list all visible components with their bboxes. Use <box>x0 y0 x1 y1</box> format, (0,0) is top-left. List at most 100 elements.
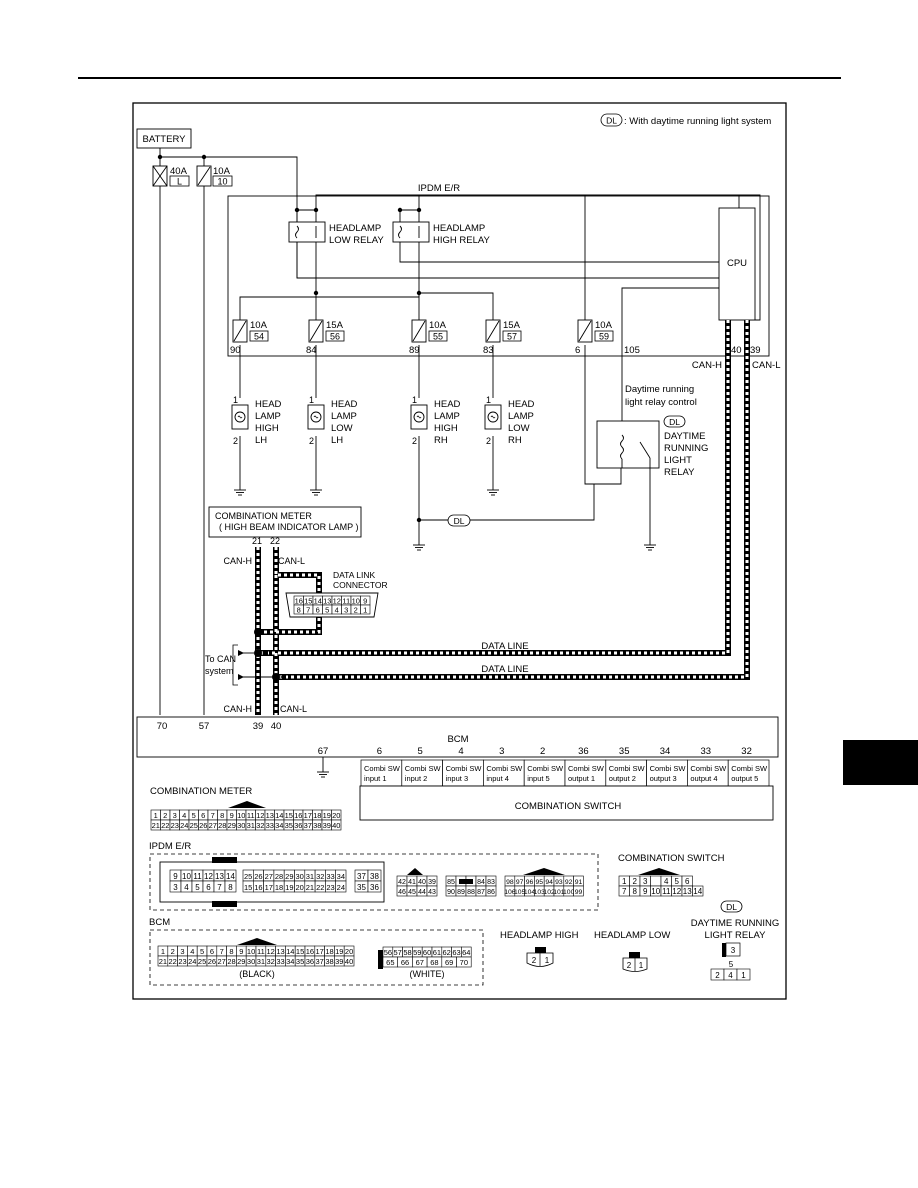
bcm-box <box>136 716 779 758</box>
pin-cell: 8 <box>220 811 224 820</box>
dlc-pin: 13 <box>323 597 331 606</box>
pin-cell: 4 <box>728 971 733 980</box>
pin-cell: 97 <box>516 879 524 886</box>
pin-cell: 37 <box>357 872 366 881</box>
pin-cell: 104 <box>524 889 536 896</box>
pin-cell: 5 <box>195 883 200 892</box>
conn-dl-badge: DL <box>726 902 737 912</box>
dlc-pin: 11 <box>342 597 350 606</box>
pin-cell: 32 <box>256 821 264 830</box>
combo-switch-box <box>359 785 774 821</box>
ipdm-can-l: CAN-L <box>752 360 781 371</box>
pin-cell: 12 <box>204 872 213 881</box>
battery-box <box>136 128 192 149</box>
pin-cell: 92 <box>565 879 573 886</box>
bcm-white-label: (WHITE) <box>410 969 445 979</box>
pin-cell: 21 <box>159 957 167 966</box>
pin-cell: 15 <box>296 947 304 956</box>
pin-cell: 61 <box>433 948 441 957</box>
pin-cell: 101 <box>553 889 565 896</box>
to-can-label-1: To CAN <box>205 654 236 664</box>
pin-cell: 70 <box>460 958 468 967</box>
pin-cell: 106 <box>504 889 516 896</box>
pin-cell: 24 <box>180 821 188 830</box>
fuse-amp: 10A <box>429 320 447 331</box>
fuse-10a-id: 10 <box>217 177 227 187</box>
pin-cell: 30 <box>295 872 303 881</box>
pin-cell: 39 <box>428 879 436 886</box>
bcm-io-pin: 2 <box>540 746 545 757</box>
pin-cell: 6 <box>206 883 211 892</box>
bcm-io-label-1: Combi SW <box>731 764 768 773</box>
pin-cell: 4 <box>664 877 669 886</box>
bcm-label: BCM <box>447 734 468 745</box>
pin-cell: 94 <box>545 879 553 886</box>
drl-relay-line3: LIGHT <box>664 455 692 466</box>
dlc-pin: 6 <box>316 606 320 615</box>
lamp-pin-2: 2 <box>233 436 238 446</box>
drl-relay-line1: DAYTIME <box>664 431 706 442</box>
pin-cell: 6 <box>685 877 690 886</box>
conn-title: HEADLAMP HIGH <box>500 930 579 941</box>
pin-cell: 66 <box>401 958 409 967</box>
pin-cell: 28 <box>275 872 283 881</box>
lamp-label-line: HEAD <box>434 399 461 410</box>
lamp-label-line: RH <box>508 435 522 446</box>
pin-cell: 25 <box>244 872 252 881</box>
pin-cell: 95 <box>536 879 544 886</box>
pin-cell: 67 <box>416 958 424 967</box>
can-junctions <box>254 628 280 681</box>
pin-cell: 38 <box>325 957 333 966</box>
pin-cell: 4 <box>182 811 186 820</box>
pin-cell: 25 <box>198 957 206 966</box>
pin-cell: 40 <box>332 821 340 830</box>
bcm-io-label-1: Combi SW <box>527 764 564 773</box>
pin-cell: 65 <box>386 958 394 967</box>
bcm-io-label-2: output 1 <box>568 774 595 783</box>
pin-cell: 30 <box>237 821 245 830</box>
dlc-title-2: CONNECTOR <box>333 580 388 590</box>
pin-cell: 84 <box>477 879 485 886</box>
lamp-label-line: LH <box>331 435 343 446</box>
pin-cell: 38 <box>370 872 379 881</box>
pin-cell: 64 <box>462 948 470 957</box>
lamp-label-line: LAMP <box>434 411 460 422</box>
bcm-io-label-2: input 2 <box>405 774 428 783</box>
pin-cell: 38 <box>313 821 321 830</box>
dlc-pin: 14 <box>314 597 322 606</box>
pin-cell: 34 <box>337 872 345 881</box>
pin-cell: 100 <box>563 889 575 896</box>
fuse-amp: 10A <box>595 320 613 331</box>
bcm-io-label-1: Combi SW <box>609 764 646 773</box>
pin-cell: 33 <box>326 872 334 881</box>
pin-cell: 27 <box>209 821 217 830</box>
cpu-box <box>718 207 756 321</box>
bcm-io-label-1: Combi SW <box>446 764 483 773</box>
combo-meter-pin22: 22 <box>270 536 280 546</box>
pin-cell: 93 <box>555 879 563 886</box>
fuse-pin: 83 <box>483 345 494 356</box>
pin-cell: 87 <box>477 889 485 896</box>
dl-badge-text: DL <box>606 116 617 126</box>
drl-control-line2: light relay control <box>625 397 697 408</box>
fuse-id: 54 <box>254 332 264 342</box>
pin-cell: 19 <box>323 811 331 820</box>
pin-cell: 13 <box>266 811 274 820</box>
headlamps: 12HEADLAMPHIGHLH12HEADLAMPLOWLH12HEADLAM… <box>231 395 535 446</box>
cpu-label: CPU <box>727 258 747 269</box>
lamp-pin-1: 1 <box>412 395 417 405</box>
pin-cell: 14 <box>275 811 283 820</box>
bcm-io-pin: 36 <box>578 746 589 757</box>
pin-cell: 14 <box>693 887 702 896</box>
pin-cell: 16 <box>294 811 302 820</box>
combo-meter-box <box>208 506 362 538</box>
fuse-amp: 10A <box>250 320 268 331</box>
lamp-pin-2: 2 <box>309 436 314 446</box>
pin-cell: 2 <box>163 811 167 820</box>
pin-cell: 6 <box>210 947 214 956</box>
